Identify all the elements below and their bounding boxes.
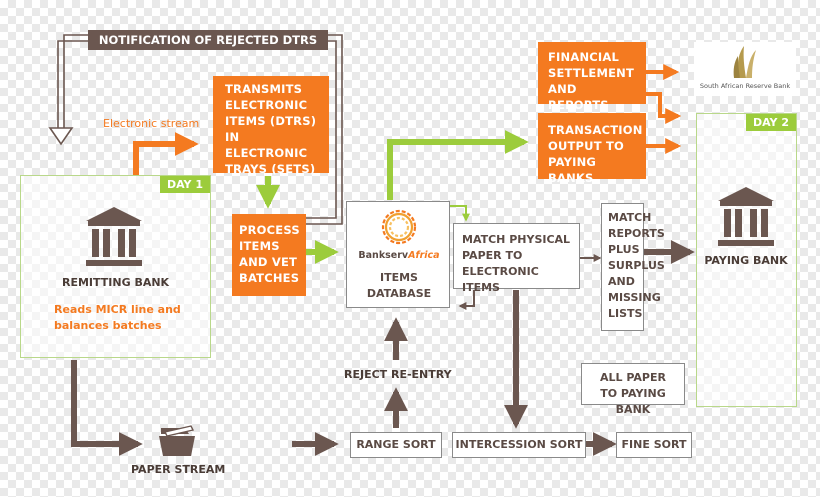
reads-micr-text: Reads MICR line and balances batches — [54, 303, 181, 332]
day1-tag: DAY 1 — [159, 176, 210, 193]
electronic-stream-arrow — [133, 132, 199, 176]
sarb-label: South African Reserve Bank — [699, 82, 791, 90]
bankserv-name-part2: Africa — [408, 250, 440, 261]
bankserv-name: BankservAfrica — [347, 248, 451, 264]
electronic-stream-label: Electronic stream — [103, 117, 200, 130]
fine-sort-box: FINE SORT — [616, 432, 692, 458]
notification-label: NOTIFICATION OF REJECTED DTRS — [88, 30, 328, 50]
db-to-transaction-arrow — [387, 130, 529, 200]
financial-to-paying-arrow — [646, 92, 682, 124]
day1-zone: DAY 1 — [20, 175, 211, 358]
bankserv-logo-icon — [381, 209, 417, 245]
day2-tag: DAY 2 — [745, 114, 796, 131]
match-physical-box: MATCH PHYSICAL PAPER TO ELECTRONIC ITEMS — [453, 223, 580, 294]
match-reports-box: MATCH REPORTS PLUS SURPLUS AND MISSING L… — [601, 203, 665, 331]
db-to-match-arrow — [450, 205, 470, 222]
paper-tray-icon — [159, 425, 195, 456]
sarb-logo: South African Reserve Bank — [694, 42, 796, 96]
transaction-output-box: TRANSACTION OUTPUT TO PAYING BANKS — [538, 113, 646, 185]
financial-settlement-box: FINANCIAL SETTLEMENT AND REPORTS — [538, 42, 646, 112]
paying-bank-label: PAYING BANK — [704, 254, 788, 267]
all-paper-box: ALL PAPER TO PAYING BANK — [581, 363, 685, 416]
day2-zone: DAY 2 — [696, 113, 797, 407]
process-box: PROCESS ITEMS AND VET BATCHES — [232, 214, 306, 296]
items-database-label: ITEMS DATABASE — [366, 271, 432, 300]
range-sort-box: RANGE SORT — [350, 432, 442, 458]
sarb-emblem-icon — [733, 46, 756, 78]
remitting-bank-icon — [86, 207, 142, 266]
items-database-box: BankservAfrica ITEMS DATABASE — [346, 201, 450, 308]
match-to-db-loop-arrow — [458, 290, 475, 310]
paper-stream-label: PAPER STREAM — [131, 463, 226, 476]
bankserv-name-part1: Bankserv — [358, 250, 409, 261]
remitting-to-paper-arrow — [71, 360, 143, 456]
paying-bank-icon — [718, 187, 774, 246]
remitting-bank-label: REMITTING BANK — [62, 276, 170, 289]
transmits-box: TRANSMITS ELECTRONIC ITEMS (DTRS) IN ELE… — [213, 76, 329, 176]
reject-reentry-label: REJECT RE-ENTRY — [344, 368, 452, 381]
intercession-sort-box: INTERCESSION SORT — [452, 432, 586, 458]
